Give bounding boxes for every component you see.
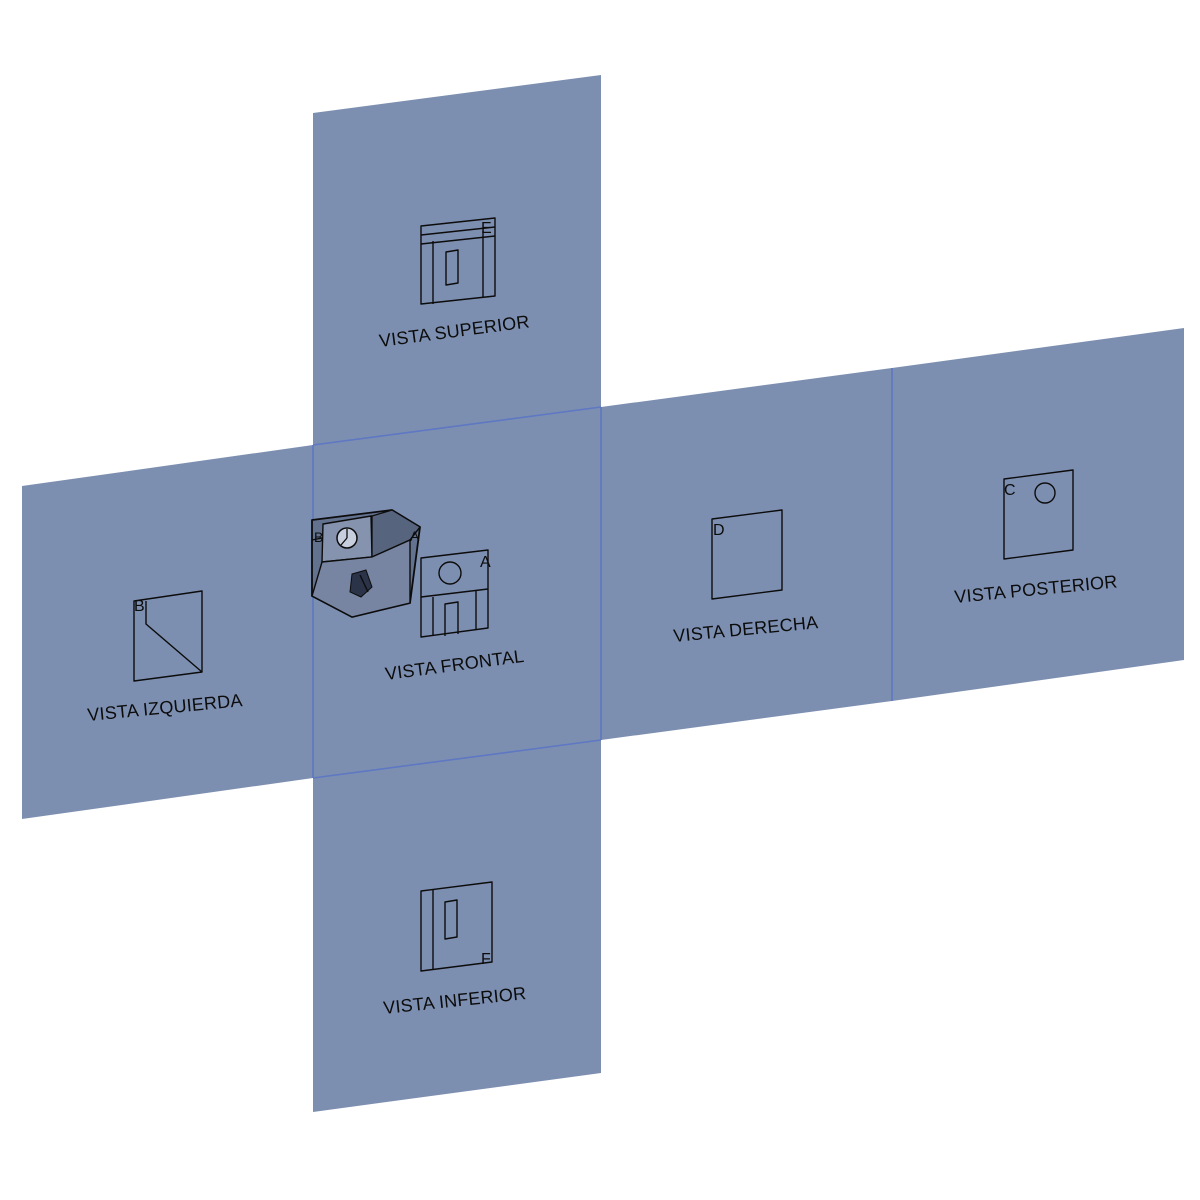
view-letter-a: A <box>480 554 491 571</box>
view-letter-e: E <box>481 220 492 237</box>
drawing-vista-frontal: A <box>420 549 491 638</box>
fold-lines <box>312 368 893 779</box>
view-letter-b: B <box>134 598 145 615</box>
panel-vista-izquierda <box>22 445 313 819</box>
drawing-vista-inferior: F <box>420 881 493 972</box>
drawing-vista-superior: E <box>420 217 496 305</box>
view-letter-f: F <box>481 951 491 968</box>
view-letter-c: C <box>1004 482 1016 499</box>
panel-vista-derecha <box>601 368 892 740</box>
part-letter-a: A <box>410 528 420 544</box>
panel-vista-posterior <box>892 328 1184 701</box>
isometric-part: A B <box>311 509 421 618</box>
drawing-vista-posterior: C <box>1003 469 1074 560</box>
drawing-vista-izquierda: B <box>133 590 203 682</box>
panel-vista-superior <box>313 75 601 445</box>
drawing-vista-derecha: D <box>711 509 783 600</box>
part-letter-b: B <box>314 529 323 545</box>
view-letter-d: D <box>713 522 725 539</box>
